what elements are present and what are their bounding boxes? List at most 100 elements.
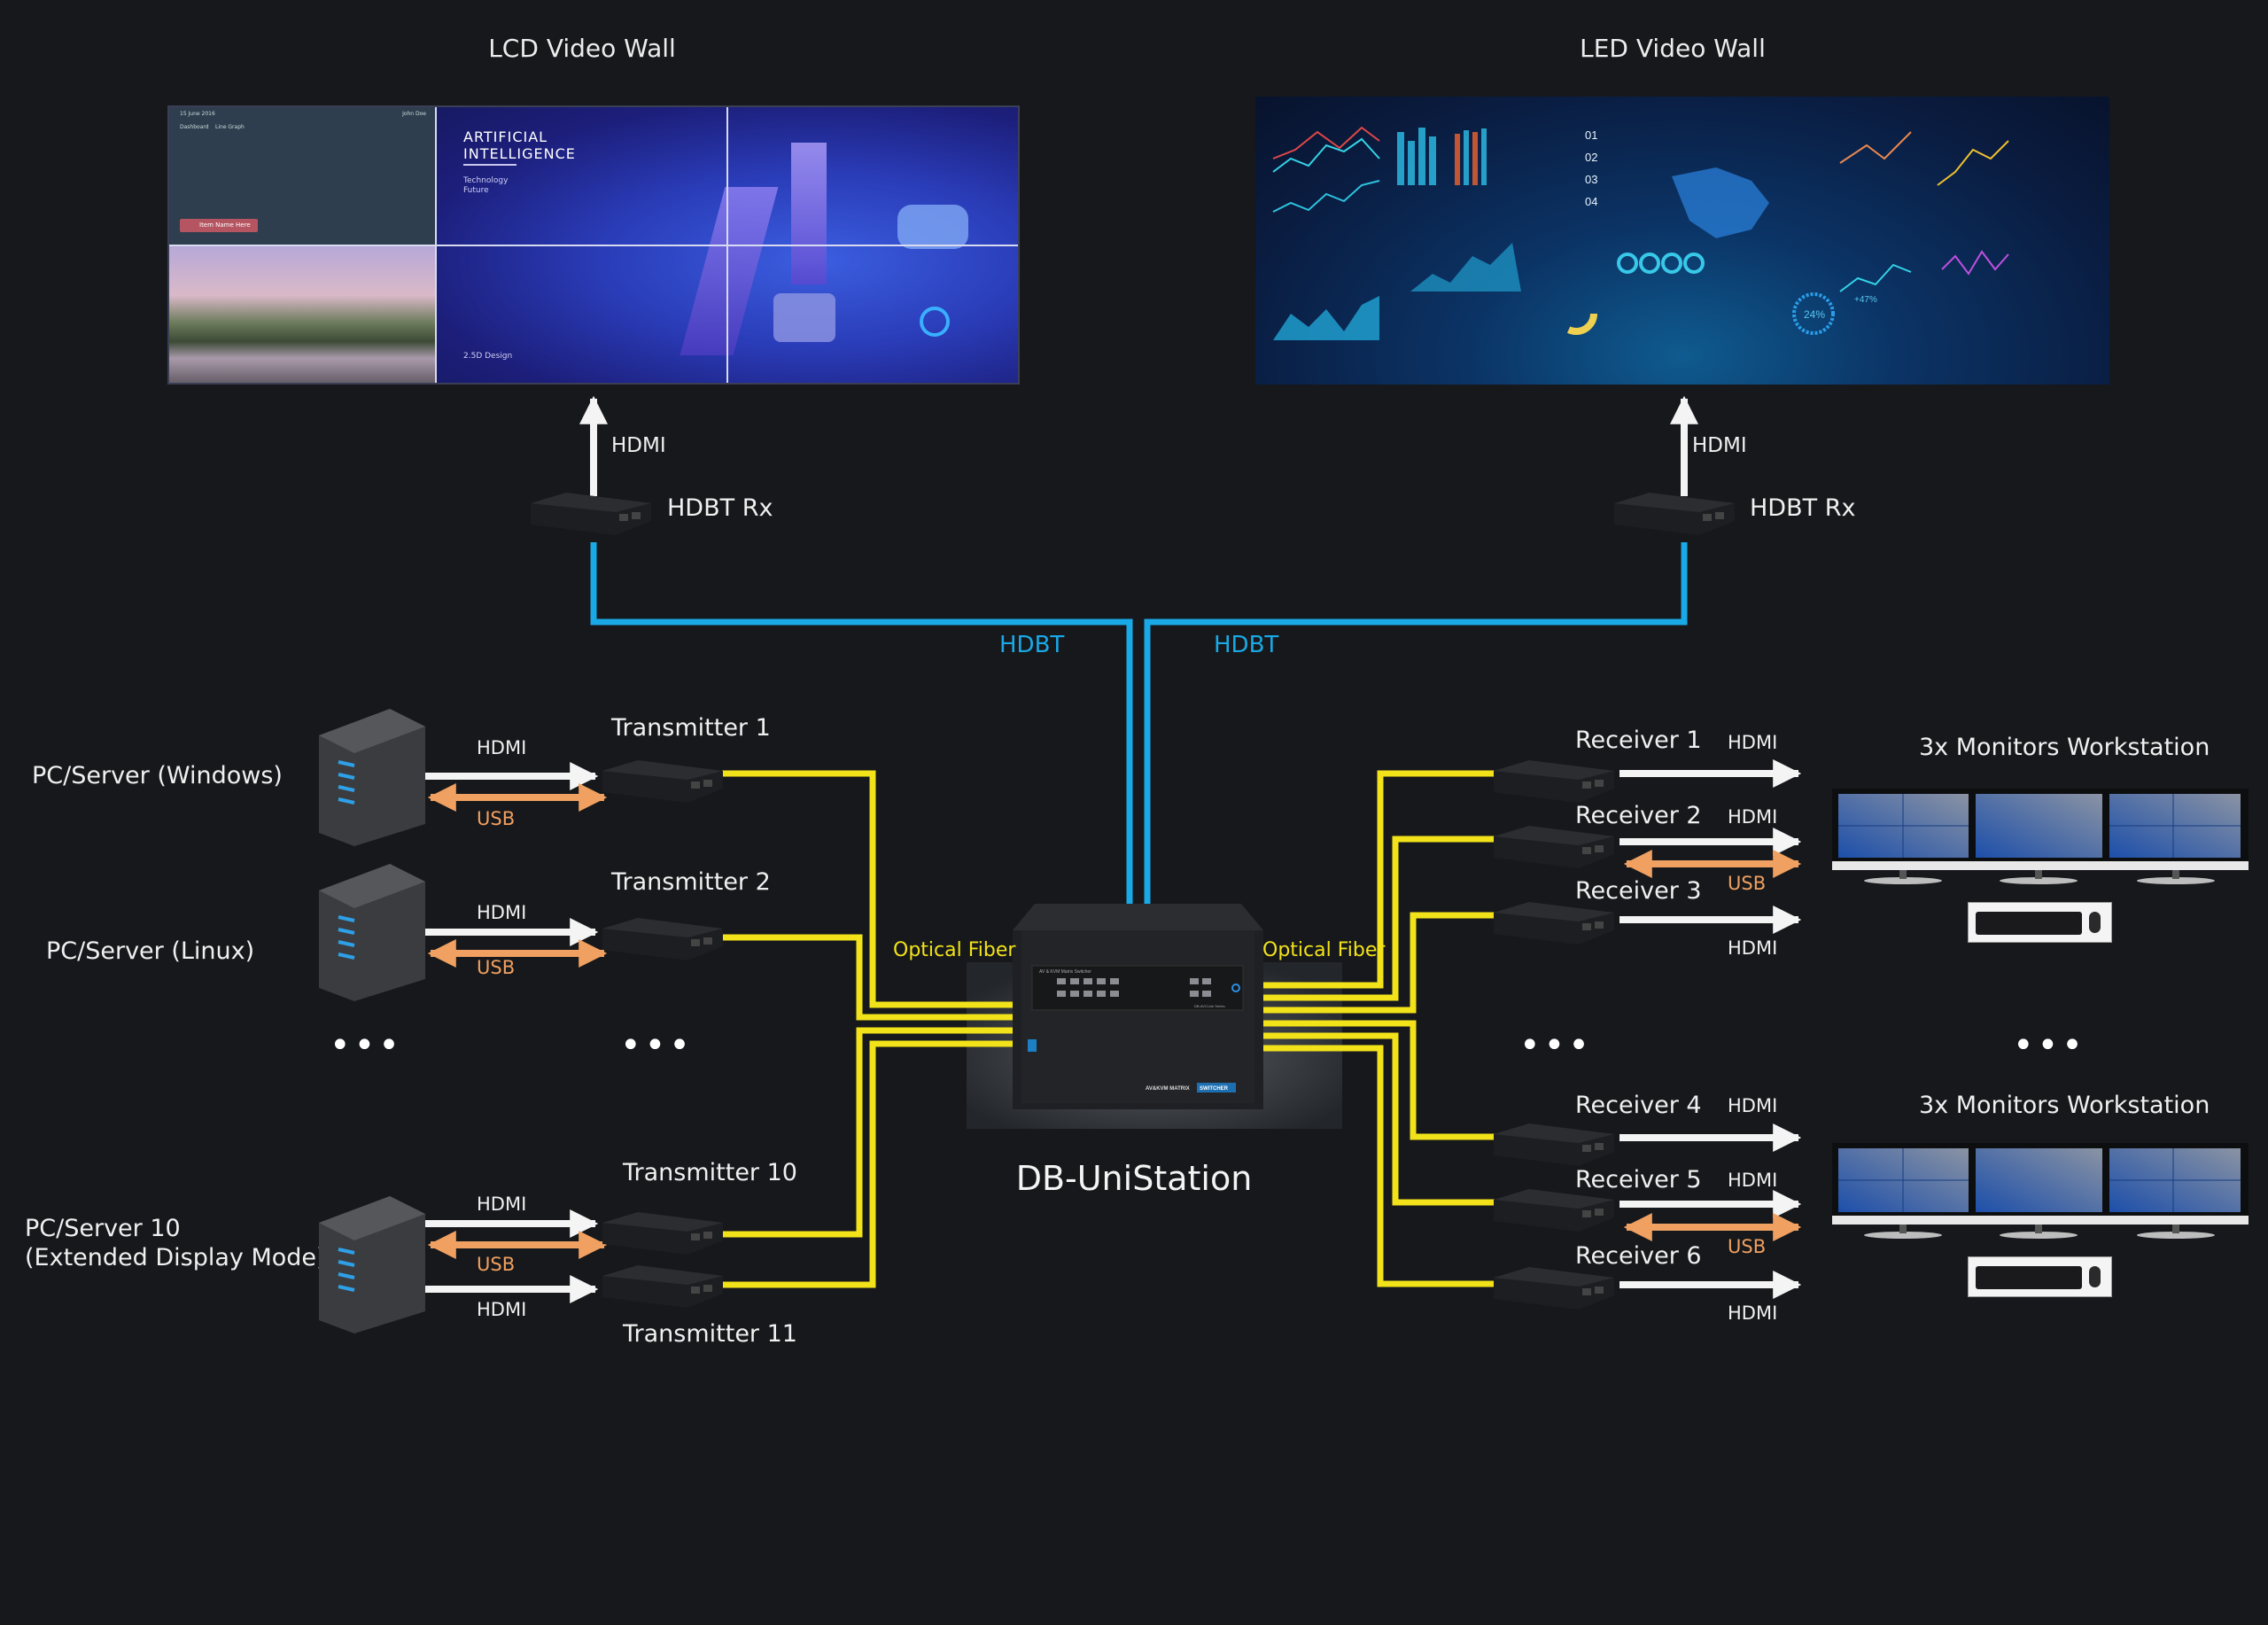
receiver-5-usb-label: USB bbox=[1728, 1236, 1767, 1257]
target-ring-shape bbox=[920, 307, 950, 337]
fiber-rx5 bbox=[1262, 1032, 1497, 1206]
led-gauge-text: 24% bbox=[1804, 308, 1825, 321]
ai-heading-line2: INTELLIGENCE bbox=[463, 145, 576, 162]
ai-sub-line1: Technology bbox=[463, 176, 509, 185]
led-video-wall: 01 02 03 04 24% +47% bbox=[1255, 97, 2109, 385]
hdmi-label-led: HDMI bbox=[1692, 434, 1747, 457]
switch-panel-title: AV & KVM Matrix Switcher bbox=[1039, 969, 1091, 975]
led-gauge-ring bbox=[1792, 292, 1835, 335]
mouse-shape bbox=[2089, 912, 2101, 933]
dashboard-user: John Doe bbox=[402, 111, 426, 117]
transmitter-11-label: Transmitter 11 bbox=[623, 1320, 797, 1348]
dashboard-breadcrumb-2: Line Graph bbox=[215, 124, 245, 130]
fiber-rx3 bbox=[1262, 912, 1497, 1014]
led-bar bbox=[1418, 128, 1425, 185]
dashboard-date: 15 June 2016 bbox=[180, 111, 215, 117]
ai-letter-i-shape bbox=[791, 143, 827, 284]
dashboard-screen: 15 June 2016 John Doe Dashboard Line Gra… bbox=[169, 107, 437, 246]
led-ring bbox=[1683, 253, 1705, 274]
led-bar bbox=[1429, 136, 1436, 185]
ellipsis-sources: ••• bbox=[330, 1025, 403, 1066]
fiber-rx6 bbox=[1262, 1045, 1497, 1287]
bezel-h bbox=[169, 245, 1018, 246]
led-ring bbox=[1617, 253, 1638, 274]
source-10-usb-label: USB bbox=[477, 1254, 516, 1275]
source-1-usb-label: USB bbox=[477, 808, 516, 829]
fiber-rx4 bbox=[1262, 1020, 1497, 1140]
transmitter-2-device bbox=[602, 918, 723, 960]
triple-monitor-icon bbox=[1832, 1143, 2249, 1239]
ai-heading: ARTIFICIAL INTELLIGENCE bbox=[463, 128, 576, 162]
source-2-usb-label: USB bbox=[477, 957, 516, 978]
receiver-5-hdmi-label: HDMI bbox=[1728, 1170, 1778, 1191]
lcd-video-wall: 15 June 2016 John Doe Dashboard Line Gra… bbox=[167, 105, 1020, 385]
keyboard-shape bbox=[1976, 912, 2082, 935]
receiver-2-hdmi-label: HDMI bbox=[1728, 806, 1778, 828]
led-wall-title: LED Video Wall bbox=[1580, 34, 1766, 63]
server-icon bbox=[319, 1196, 425, 1333]
transmitter-10-label: Transmitter 10 bbox=[623, 1159, 797, 1186]
triple-monitor-icon bbox=[1832, 789, 2249, 884]
hdbt-line-left bbox=[590, 542, 1133, 908]
hdbt-rx-label-left: HDBT Rx bbox=[667, 494, 773, 522]
source-10-name-line2: (Extended Display Mode) bbox=[25, 1244, 326, 1271]
led-list-01: 01 bbox=[1585, 128, 1597, 142]
workstation-1-title: 3x Monitors Workstation bbox=[1919, 734, 2210, 761]
led-area-chart-2 bbox=[1273, 296, 1379, 340]
led-dashboard-graphics: 01 02 03 04 24% +47% bbox=[1272, 126, 2009, 340]
led-list-03: 03 bbox=[1585, 173, 1597, 186]
ellipsis-receivers: ••• bbox=[1519, 1025, 1593, 1066]
led-ring bbox=[1661, 253, 1682, 274]
mouse-shape bbox=[2089, 1266, 2101, 1287]
padlock-shape bbox=[773, 293, 835, 342]
server-icon bbox=[319, 709, 425, 846]
receiver-5-label: Receiver 5 bbox=[1575, 1166, 1702, 1193]
led-list-02: 02 bbox=[1585, 151, 1597, 164]
led-bar bbox=[1397, 132, 1404, 185]
switch-name: DB-UniStation bbox=[1015, 1159, 1253, 1198]
dashboard-item-button: Item Name Here bbox=[180, 219, 258, 232]
led-world-map bbox=[1672, 167, 1769, 238]
receiver-3-label: Receiver 3 bbox=[1575, 877, 1702, 905]
receiver-3-hdmi-label: HDMI bbox=[1728, 937, 1778, 959]
receiver-4-device bbox=[1494, 1124, 1614, 1166]
keyboard-shape bbox=[1976, 1266, 2082, 1289]
receiver-4-hdmi-label: HDMI bbox=[1728, 1095, 1778, 1116]
hdbt-link-label-right: HDBT bbox=[1214, 632, 1279, 658]
hdbt-line-right bbox=[1144, 542, 1688, 908]
hdmi-label-lcd: HDMI bbox=[611, 434, 666, 457]
led-bar bbox=[1464, 130, 1469, 185]
switch-panel-series: DB-AVCLink Series bbox=[1194, 1004, 1225, 1008]
led-chart-line-4 bbox=[1937, 140, 2009, 186]
led-list-04: 04 bbox=[1585, 195, 1597, 208]
workstation-2-title: 3x Monitors Workstation bbox=[1919, 1092, 2210, 1119]
optical-fiber-label-right: Optical Fiber bbox=[1262, 939, 1386, 961]
receiver-2-usb-label: USB bbox=[1728, 873, 1767, 894]
campus-photo bbox=[169, 246, 437, 383]
hdbt-rx-device-right bbox=[1614, 493, 1735, 535]
ai-footer: 2.5D Design bbox=[463, 352, 513, 361]
led-bar bbox=[1481, 128, 1487, 185]
led-ring bbox=[1639, 253, 1660, 274]
source-10-name-line1: PC/Server 10 bbox=[25, 1215, 181, 1242]
switch-badge-left: AV&KVM MATRIX bbox=[1146, 1086, 1190, 1092]
hdbt-link-label-left: HDBT bbox=[999, 632, 1065, 658]
led-growth-text: +47% bbox=[1854, 295, 1877, 305]
led-chart-line-2 bbox=[1272, 126, 1380, 159]
source-2-hdmi-label: HDMI bbox=[477, 902, 527, 923]
receiver-1-hdmi-label: HDMI bbox=[1728, 732, 1778, 753]
receiver-1-label: Receiver 1 bbox=[1575, 727, 1702, 754]
led-chart-line-3 bbox=[1272, 180, 1380, 213]
fiber-rx1 bbox=[1262, 770, 1497, 989]
server-icon bbox=[319, 864, 425, 1001]
receiver-4-label: Receiver 4 bbox=[1575, 1092, 1702, 1119]
switch-badge-right: SWITCHER bbox=[1200, 1086, 1229, 1092]
matrix-switch-device: AV & KVM Matrix Switcher DB-AVCLink Seri… bbox=[1013, 904, 1263, 1109]
ai-underline bbox=[463, 164, 517, 166]
hdbt-rx-device-left bbox=[531, 493, 651, 535]
receiver-3-device bbox=[1494, 902, 1614, 945]
ai-heading-line1: ARTIFICIAL bbox=[463, 128, 548, 145]
source-10-hdmi-label-a: HDMI bbox=[477, 1193, 527, 1215]
led-chart-line-7 bbox=[1941, 250, 2009, 276]
led-chart-line-1 bbox=[1272, 137, 1380, 173]
